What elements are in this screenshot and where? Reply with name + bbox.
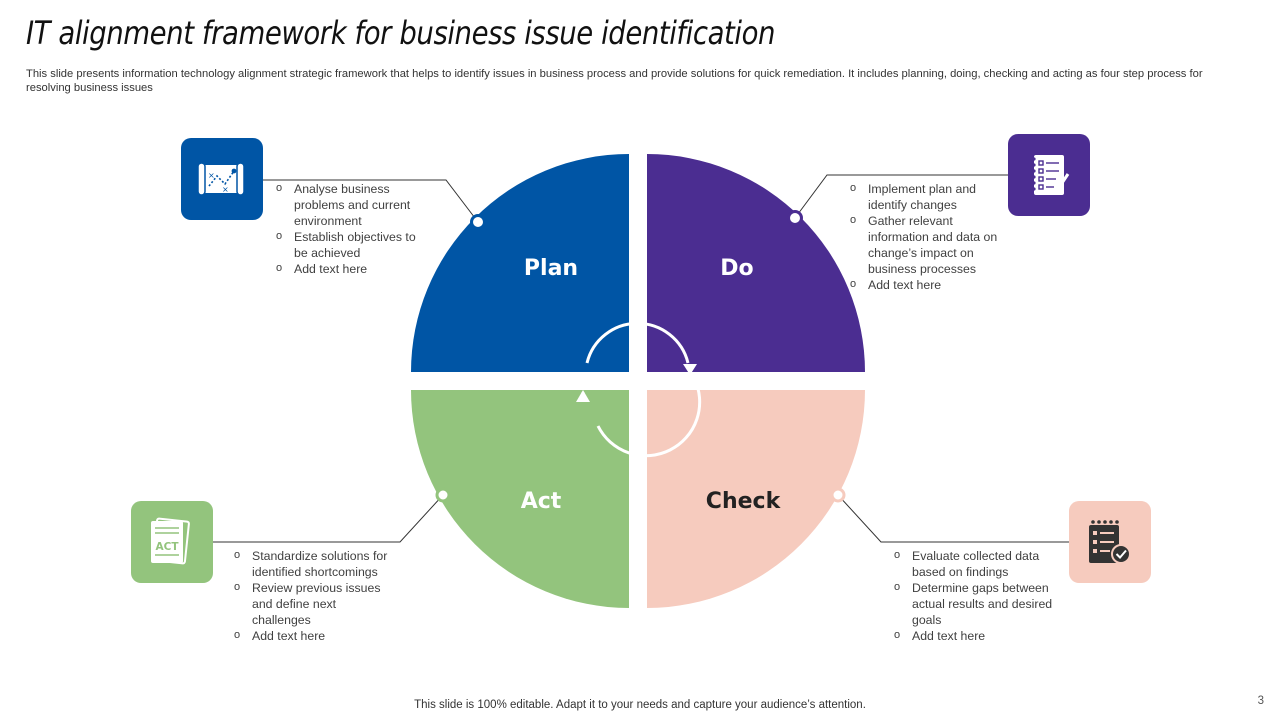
do-connector-dot xyxy=(787,210,803,226)
list-item: Review previous issues and define next c… xyxy=(234,579,392,628)
do-quadrant[interactable] xyxy=(647,154,865,372)
do-connector-line xyxy=(794,174,1008,219)
page-subtitle: This slide presents information technolo… xyxy=(26,68,1203,94)
plan-label: Plan xyxy=(524,256,578,281)
act-connector-line xyxy=(212,494,444,543)
plan-bullet-list: Analyse business problems and current en… xyxy=(276,180,426,277)
check-icon-tile xyxy=(1069,501,1151,583)
act-bullet-list: Standardize solutions for identified sho… xyxy=(234,547,406,644)
page-number: 3 xyxy=(1257,695,1264,707)
plan-connector-line xyxy=(263,179,479,223)
check-label: Check xyxy=(706,489,782,514)
arrowhead-left xyxy=(576,390,590,402)
act-icon-tile: ACT xyxy=(131,501,213,583)
do-icon-tile xyxy=(1008,134,1090,216)
list-item: Analyse business problems and current en… xyxy=(276,180,426,229)
svg-text:×: × xyxy=(208,171,215,180)
check-connector-line xyxy=(837,494,1069,543)
list-item: Add text here xyxy=(850,276,1010,293)
check-quadrant[interactable] xyxy=(647,390,865,608)
plan-icon-tile: × × xyxy=(181,138,263,220)
checklist-notebook-icon xyxy=(1032,155,1070,195)
do-label: Do xyxy=(720,256,753,281)
act-document-icon: ACT xyxy=(151,517,190,565)
arrowhead-right xyxy=(683,364,697,375)
act-connector-dot xyxy=(435,487,451,503)
act-label: Act xyxy=(521,489,562,514)
act-quadrant[interactable] xyxy=(411,390,629,608)
list-item: Standardize solutions for identified sho… xyxy=(234,547,406,580)
list-item: Gather relevant information and data on … xyxy=(850,212,1010,277)
list-item: Establish objectives to be achieved xyxy=(276,228,426,261)
map-strategy-icon: × × xyxy=(197,162,245,196)
page-title: IT alignment framework for business issu… xyxy=(26,14,776,52)
checklist-clipboard-icon xyxy=(1089,520,1131,564)
check-bullet-list: Evaluate collected data based on finding… xyxy=(894,547,1064,644)
list-item: Add text here xyxy=(894,627,1064,644)
list-item: Evaluate collected data based on finding… xyxy=(894,547,1052,580)
list-item: Implement plan and identify changes xyxy=(850,180,1010,213)
svg-text:×: × xyxy=(222,185,229,194)
list-item: Determine gaps between actual results an… xyxy=(894,579,1064,628)
check-connector-dot xyxy=(830,487,846,503)
list-item: Add text here xyxy=(276,260,426,277)
do-bullet-list: Implement plan and identify changes Gath… xyxy=(850,180,1010,293)
plan-connector-dot xyxy=(470,214,486,230)
act-icon-text: ACT xyxy=(156,541,180,553)
plan-quadrant[interactable] xyxy=(411,154,629,372)
footer-note: This slide is 100% editable. Adapt it to… xyxy=(414,699,866,711)
list-item: Add text here xyxy=(234,627,406,644)
